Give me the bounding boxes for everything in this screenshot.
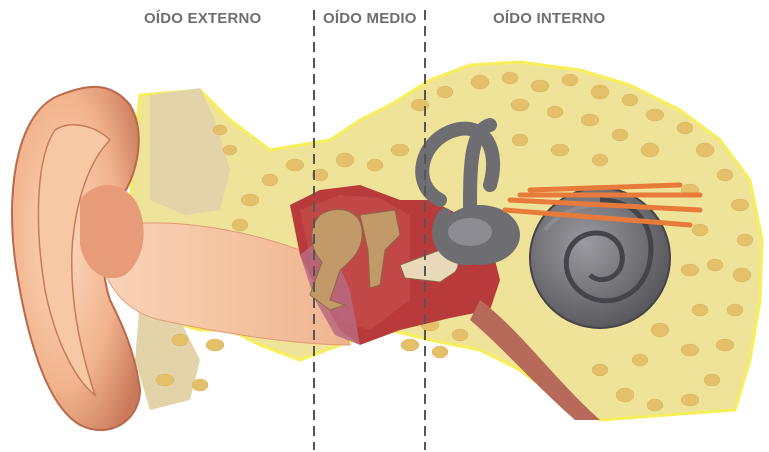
pinna (12, 87, 144, 430)
concha (80, 185, 144, 278)
